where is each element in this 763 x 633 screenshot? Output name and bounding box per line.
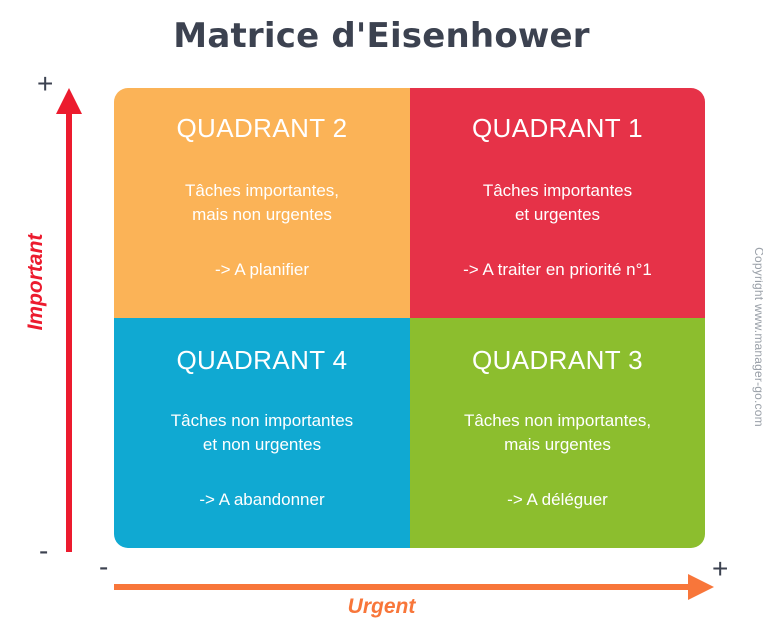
urgent-axis-arrow-icon [114,574,714,600]
quadrant-2-action: -> A planifier [214,259,310,279]
quadrant-4-action: -> A abandonner [199,489,325,509]
important-axis-plus-sign: + [37,68,54,99]
quadrant-3-action: -> A déléguer [507,489,608,509]
urgent-axis-minus-sign: - [99,551,109,582]
quadrant-2-description: Tâches importantes, mais non urgentes [184,180,339,225]
quadrant-3-title: QUADRANT 3 [471,345,644,375]
quadrant-4-description: Tâches non importantes et non urgentes [170,410,354,455]
quadrant-4-cell[interactable]: QUADRANT 4 Tâches non importantes et non… [114,318,410,548]
quadrant-2-cell[interactable]: QUADRANT 2 Tâches importantes, mais non … [114,88,410,318]
quadrant-2-title: QUADRANT 2 [176,113,348,143]
urgent-axis-arrowhead-icon [688,574,714,600]
important-axis-shaft [66,106,72,552]
important-axis-arrow-icon [56,88,82,552]
quadrant-1-title: QUADRANT 1 [471,113,644,143]
quadrant-1-action: -> A traiter en priorité n°1 [463,259,652,279]
quadrant-3-description: Tâches non importantes, mais urgentes [463,410,652,455]
quadrant-1-cell[interactable]: QUADRANT 1 Tâches importantes et urgente… [410,88,705,318]
eisenhower-matrix: QUADRANT 2 Tâches importantes, mais non … [114,88,705,548]
urgent-axis-shaft [114,584,692,590]
copyright-notice: Copyright www.manager-go.com [752,247,763,427]
important-axis-minus-sign: - [39,535,49,566]
urgent-axis-plus-sign: + [712,553,729,584]
quadrant-4-title: QUADRANT 4 [176,345,348,375]
page-title: Matrice d'Eisenhower [173,16,590,56]
quadrant-3-cell[interactable]: QUADRANT 3 Tâches non importantes, mais … [410,318,705,548]
urgent-axis-label: Urgent [347,595,416,618]
quadrant-1-description: Tâches importantes et urgentes [482,180,633,225]
important-axis-label: Important [24,233,47,331]
